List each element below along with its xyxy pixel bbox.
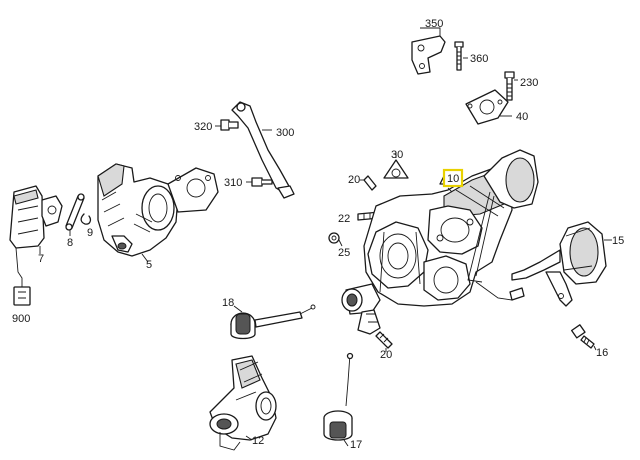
part-20-stud-lower[interactable]: [375, 331, 393, 352]
part-320-bolt[interactable]: [215, 119, 239, 131]
part-8-rod[interactable]: [65, 193, 85, 236]
callout-230: 230: [520, 77, 538, 89]
callout-900: 900: [12, 313, 30, 325]
callout-20-upper: 20: [348, 174, 360, 186]
part-25-washer[interactable]: [328, 232, 343, 247]
part-5-turbocharger[interactable]: [97, 163, 219, 263]
part-20-stud-upper[interactable]: [360, 175, 377, 191]
part-350-bracket[interactable]: [411, 27, 446, 75]
callout-7: 7: [38, 253, 44, 265]
callout-320: 320: [194, 121, 212, 133]
callout-22: 22: [338, 213, 350, 225]
part-40-gasket[interactable]: [465, 89, 512, 125]
callout-310: 310: [224, 177, 242, 189]
callout-5: 5: [146, 259, 152, 271]
part-16-bolt[interactable]: [570, 324, 597, 351]
callout-30: 30: [391, 149, 403, 161]
callout-17: 17: [350, 439, 362, 451]
callout-40: 40: [516, 111, 528, 123]
callout-8: 8: [67, 237, 73, 249]
callout-15: 15: [612, 235, 624, 247]
part-310-bolt[interactable]: [246, 177, 273, 187]
callout-10[interactable]: 10: [447, 173, 459, 185]
callout-16: 16: [596, 347, 608, 359]
part-10-turbocharger-main[interactable]: [341, 149, 539, 335]
callout-9: 9: [87, 227, 93, 239]
callout-360: 360: [470, 53, 488, 65]
part-360-bolt[interactable]: [454, 41, 468, 71]
callout-10-highlight-box[interactable]: [442, 168, 464, 188]
part-9-clip[interactable]: [80, 213, 92, 225]
callout-18: 18: [222, 297, 234, 309]
part-18-vacuum-actuator[interactable]: [230, 304, 316, 340]
callout-labels: 350 360 230 40 320 300 30 10 310 20 22 2…: [12, 18, 624, 451]
callout-350: 350: [425, 18, 443, 30]
part-17-vacuum-unit[interactable]: [323, 352, 354, 447]
part-12-pipe-elbow[interactable]: [209, 355, 277, 451]
part-300-oil-pipe[interactable]: [231, 101, 295, 199]
callout-25: 25: [338, 247, 350, 259]
part-7-actuator[interactable]: [9, 185, 63, 288]
part-30-flange[interactable]: [383, 152, 409, 179]
callout-20-lower: 20: [380, 349, 392, 361]
part-230-bolt[interactable]: [504, 71, 518, 101]
part-15-actuator[interactable]: [511, 221, 612, 307]
part-900-connector[interactable]: [13, 286, 31, 306]
callout-300: 300: [276, 127, 294, 139]
callout-12: 12: [252, 435, 264, 447]
